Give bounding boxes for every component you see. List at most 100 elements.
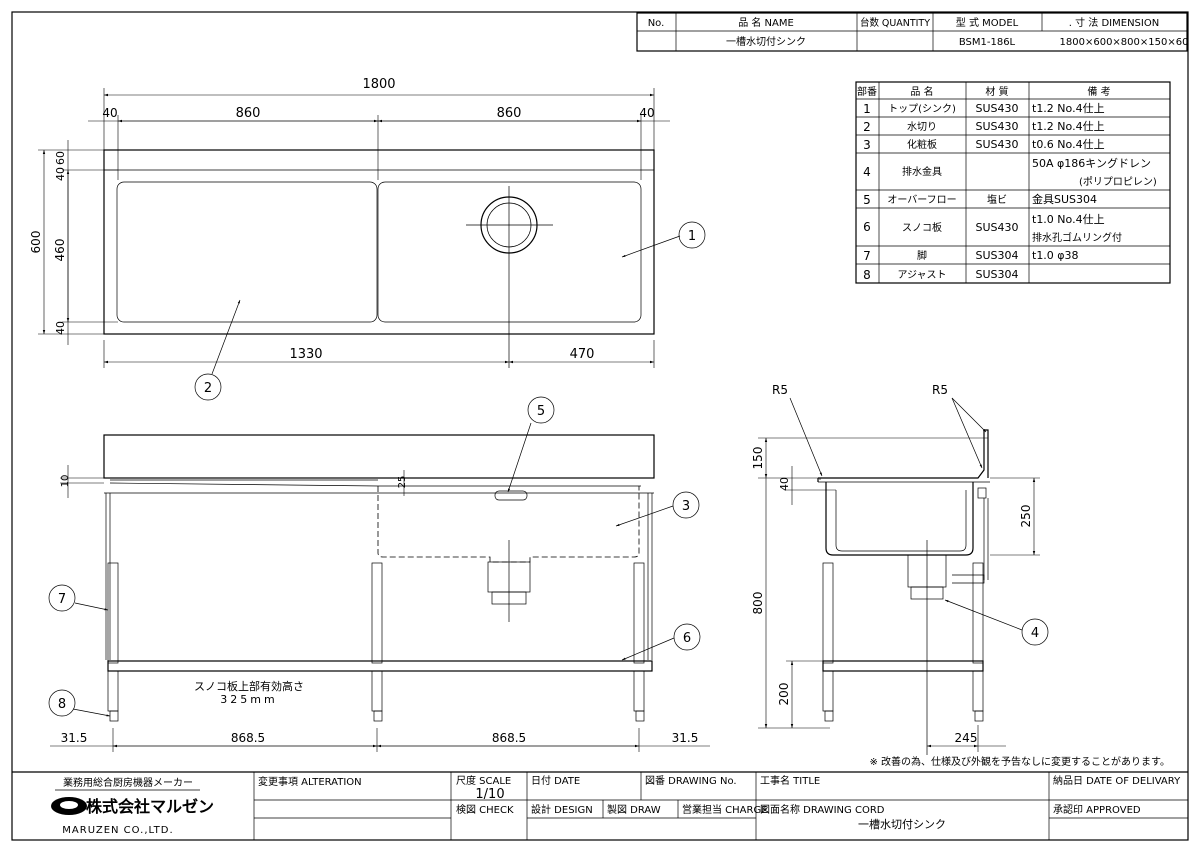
tb-name-header: 品 名 NAME [738,16,794,29]
part-note: 50A φ186キングドレン [1032,156,1151,170]
dim-side-40: 40 [778,477,791,491]
title-label: 工事名 TITLE [760,774,820,787]
part-note: 金具SUS304 [1032,192,1097,206]
part-note: t1.0 No.4仕上 [1032,213,1105,226]
dim-front-10: 10 [60,475,71,488]
part-note-2: 排水孔ゴムリング付 [1032,231,1122,244]
part-material: SUS430 [975,120,1018,133]
part-name: スノコ板 [902,221,942,234]
part-material: SUS430 [975,221,1018,234]
tb-no-header: No. [648,18,665,29]
maker-line: 業務用総合厨房機器メーカー [63,776,193,789]
scale-label: 尺度 SCALE [456,774,511,787]
part-note: t1.0 φ38 [1032,249,1079,262]
table-row: 8 アジャスト SUS304 [863,268,1018,282]
callout-2-label: 2 [204,381,212,396]
part-name: 脚 [917,249,927,262]
shelf-note-line2: 325mm [220,693,277,706]
part-material: SUS430 [975,102,1018,115]
part-name: オーバーフロー [887,194,956,206]
dim-side-200: 200 [777,683,791,706]
part-note-2: (ポリプロピレン) [1079,176,1157,188]
part-material: 塩ビ [987,193,1007,206]
dim-total-width: 1800 [362,77,395,92]
part-note: t1.2 No.4仕上 [1032,102,1105,115]
footnote: ※ 改善の為、仕様及び外観を予告なしに変更することがあります。 [869,755,1170,768]
dim-right-margin: 40 [639,106,654,120]
dim-bottom-right: 470 [570,347,595,362]
parts-header-note: 備 考 [1087,85,1110,98]
tb-model-value: BSM1-186L [959,37,1016,48]
scale-value: 1/10 [475,787,504,802]
approved-label: 承認印 APPROVED [1053,803,1141,816]
part-note: t0.6 No.4仕上 [1032,138,1105,151]
part-no: 5 [863,193,871,207]
drawing-cord-label: 図面名称 DRAWING CORD [760,803,885,816]
tb-dim-header: . 寸 法 DIMENSION [1069,16,1159,29]
company-name-en: MARUZEN CO.,LTD. [62,825,173,836]
dim-front-25: 25 [397,476,408,489]
footer-block: 業務用総合厨房機器メーカー 株式会社マルゼン MARUZEN CO.,LTD. … [12,771,1188,840]
draw-label: 製図 DRAW [607,803,661,816]
design-label: 設計 DESIGN [531,803,593,816]
dim-side-150: 150 [751,447,765,470]
callout-4 [1021,618,1049,646]
part-no: 7 [863,249,871,263]
part-name: アジャスト [897,270,946,281]
callout-2 [194,373,222,401]
part-material: SUS304 [975,268,1018,281]
table-row: 3 化粧板 SUS430 t0.6 No.4仕上 [863,138,1104,152]
part-note: t1.2 No.4仕上 [1032,120,1105,133]
callout-6-label: 6 [683,631,691,646]
callout-3-label: 3 [682,499,690,514]
label-r5-left: R5 [772,383,788,397]
dim-left-margin: 40 [102,106,117,120]
callout-7 [48,584,76,612]
label-r5-right: R5 [932,383,948,397]
callout-1 [678,221,706,249]
sheet-border [11,11,1189,841]
parts-header-name: 品 名 [910,85,933,98]
table-row: 5 オーバーフロー 塩ビ 金具SUS304 [863,192,1097,207]
part-name: トップ(シンク) [888,103,956,115]
part-name: 水切り [907,121,937,133]
dim-inner-460: 460 [53,239,67,262]
shelf-note-line1: スノコ板上部有効高さ [194,679,304,693]
dim-depth: 600 [29,231,43,254]
callout-4-label: 4 [1031,626,1039,641]
front-view: 10 25 スノコ板上部有効高さ 325mm [48,396,710,752]
callout-1-label: 1 [688,229,696,244]
tb-model-header: 型 式 MODEL [956,16,1019,29]
tb-qty-header: 台数 QUANTITY [860,16,931,29]
callout-5-label: 5 [537,404,545,419]
dim-leg-left-margin: 31.5 [61,731,88,745]
title-block: No. 品 名 NAME 台数 QUANTITY 型 式 MODEL . 寸 法… [636,12,1189,52]
table-row: 6 スノコ板 SUS430 t1.0 No.4仕上 排水孔ゴムリング付 [863,213,1122,244]
table-row: 1 トップ(シンク) SUS430 t1.2 No.4仕上 [863,102,1104,116]
table-row: 2 水切り SUS430 t1.2 No.4仕上 [863,120,1104,134]
delivery-label: 納品日 DATE OF DELIVARY [1053,774,1181,787]
dim-bottom-40: 40 [54,321,67,335]
tb-dim-value: 1800×600×800×150×60 [1060,37,1189,48]
dim-side-800: 800 [751,592,765,615]
callout-5 [527,396,555,424]
part-no: 1 [863,102,871,116]
dim-right-width: 860 [497,106,522,121]
callout-8 [48,689,76,717]
part-name: 排水金具 [902,165,942,178]
drawing-cord-value: 一槽水切付シンク [858,818,946,831]
part-no: 8 [863,268,871,282]
dim-span-left: 868.5 [231,731,265,745]
check-label: 検図 CHECK [456,803,514,816]
part-material: SUS304 [975,249,1018,262]
alteration-label: 変更事項 ALTERATION [258,775,362,788]
side-view: R5 R5 150 40 800 200 250 245 4 [751,383,1049,755]
callout-8-label: 8 [58,697,66,712]
part-no: 6 [863,220,871,234]
charge-label: 営業担当 CHARGE [682,803,768,816]
dim-left-width: 860 [236,106,261,121]
dim-leg-right-margin: 31.5 [672,731,699,745]
company-logo-icon [51,797,87,815]
parts-table: 部番 品 名 材 質 備 考 1 トップ(シンク) SUS430 t1.2 No… [855,81,1171,284]
